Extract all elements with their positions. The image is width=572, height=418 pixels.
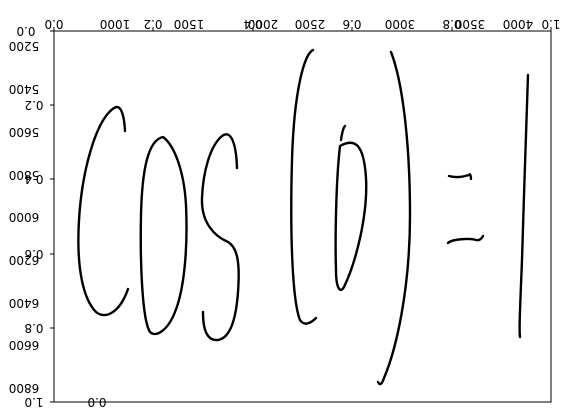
top-tick-label: 1500 xyxy=(174,17,205,31)
left-tick-label: 6600 xyxy=(9,338,40,352)
top-tick-label: 1000 xyxy=(100,17,131,31)
top-tick-label: 0.0 xyxy=(44,17,63,31)
glyph-open-paren-stroke xyxy=(290,48,318,325)
top-tick-label: 3500 xyxy=(455,17,486,31)
left-tick-label: 6400 xyxy=(9,296,40,310)
glyph-theta-loop-stroke xyxy=(334,141,368,292)
glyph-equals-bottom-stroke xyxy=(446,234,485,245)
glyph-equals-top-stroke xyxy=(447,173,473,181)
plot-frame xyxy=(53,30,552,403)
left-tick-label: 1.0 xyxy=(24,395,43,409)
top-tick-labels-b: 1000 1500 2000 2500 3000 3500 4000 xyxy=(100,17,534,31)
top-tick-label: 0.2 xyxy=(143,17,162,31)
left-tick-label: 5400 xyxy=(9,82,40,96)
top-tick-marks xyxy=(53,27,552,31)
top-tick-label: 4000 xyxy=(503,17,534,31)
glyph-close-paren-stroke xyxy=(376,50,412,386)
top-tick-label: 3000 xyxy=(385,17,416,31)
left-tick-label: 6000 xyxy=(9,210,40,224)
left-tick-marks xyxy=(50,30,54,403)
handwritten-expression xyxy=(77,48,530,386)
glyph-theta-bar-stroke xyxy=(339,124,347,142)
top-tick-labels-a: 0.0 0.2 0.4 0.6 0.8 1.0 xyxy=(44,17,560,31)
glyph-c-stroke xyxy=(77,105,130,317)
top-tick-label: 0.8 xyxy=(442,17,461,31)
top-tick-label: 0.6 xyxy=(342,17,361,31)
left-tick-label: 5800 xyxy=(9,168,40,182)
left-tick-labels-a: 0.0 0.2 0.4 0.6 0.8 1.0 xyxy=(16,24,43,409)
left-tick-label: 6800 xyxy=(9,381,40,395)
left-tick-label: 5200 xyxy=(9,39,40,53)
left-tick-label: 6200 xyxy=(9,253,40,267)
left-tick-label: 0.2 xyxy=(24,98,43,112)
glyph-one-stroke xyxy=(518,73,530,339)
glyph-s-stroke xyxy=(200,133,240,342)
glyph-o-stroke xyxy=(139,135,188,336)
left-tick-label: 5600 xyxy=(9,125,40,139)
left-tick-label: 0.8 xyxy=(24,321,43,335)
top-tick-label: 0.4 xyxy=(243,17,262,31)
left-tick-label: 0.0 xyxy=(16,24,35,38)
left-tick-label: 0.4 xyxy=(24,172,43,186)
top-tick-label: 2000 xyxy=(248,17,279,31)
top-tick-label: 2500 xyxy=(295,17,326,31)
top-tick-label: 1.0 xyxy=(541,17,560,31)
bottom-residual-label: 0.0 xyxy=(87,395,106,409)
left-tick-labels-b: 5200 5400 5600 5800 6000 6200 6400 6600 … xyxy=(9,39,40,395)
left-tick-label: 0.6 xyxy=(24,247,43,261)
